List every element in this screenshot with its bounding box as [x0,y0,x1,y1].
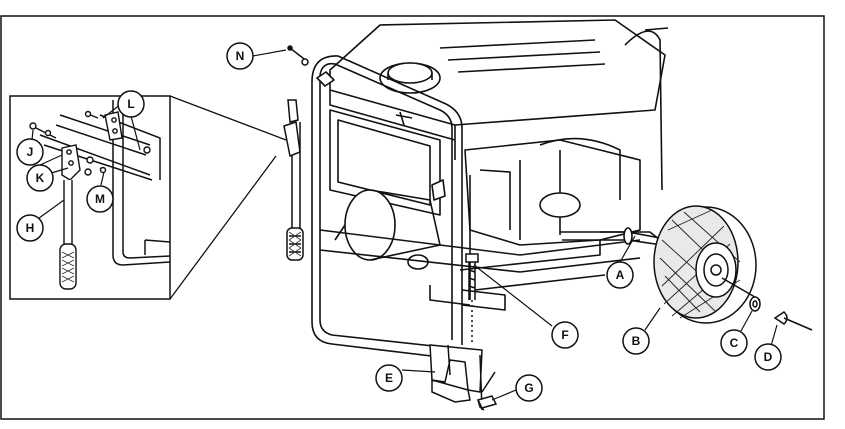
callout-D: D [754,343,782,371]
callout-M: M [86,185,114,213]
callout-N: N [226,42,254,70]
svg-text:M: M [95,192,105,206]
callout-K: K [26,164,54,192]
washer [749,296,761,312]
callout-G: G [515,374,543,402]
callout-C: C [720,329,748,357]
callout-A: A [606,261,634,289]
callout-B: B [622,327,650,355]
callout-E: E [375,364,403,392]
nut [476,395,498,411]
pin [287,45,309,66]
svg-text:D: D [764,350,773,364]
bolt [465,253,479,345]
callout-H: H [16,214,44,242]
callout-F: F [551,321,579,349]
diagram-frame [0,15,825,420]
foot-bracket [429,344,496,411]
handle-assembly [283,99,304,261]
wheel [653,205,761,324]
svg-text:K: K [36,171,45,185]
svg-text:G: G [524,381,533,395]
svg-text:H: H [26,221,35,235]
svg-text:E: E [385,371,393,385]
svg-text:L: L [127,97,134,111]
svg-text:N: N [236,49,245,63]
leader-lines [31,49,778,401]
callout-L: L [117,90,145,118]
svg-text:J: J [27,145,34,159]
detail-inset [9,95,287,300]
generator-body [311,19,701,361]
svg-text:B: B [632,334,641,348]
handle-grip [288,231,302,257]
svg-text:C: C [730,336,739,350]
svg-text:A: A [616,268,625,282]
svg-text:F: F [561,328,568,342]
callout-J: J [16,138,44,166]
cotter-pin [773,311,813,331]
